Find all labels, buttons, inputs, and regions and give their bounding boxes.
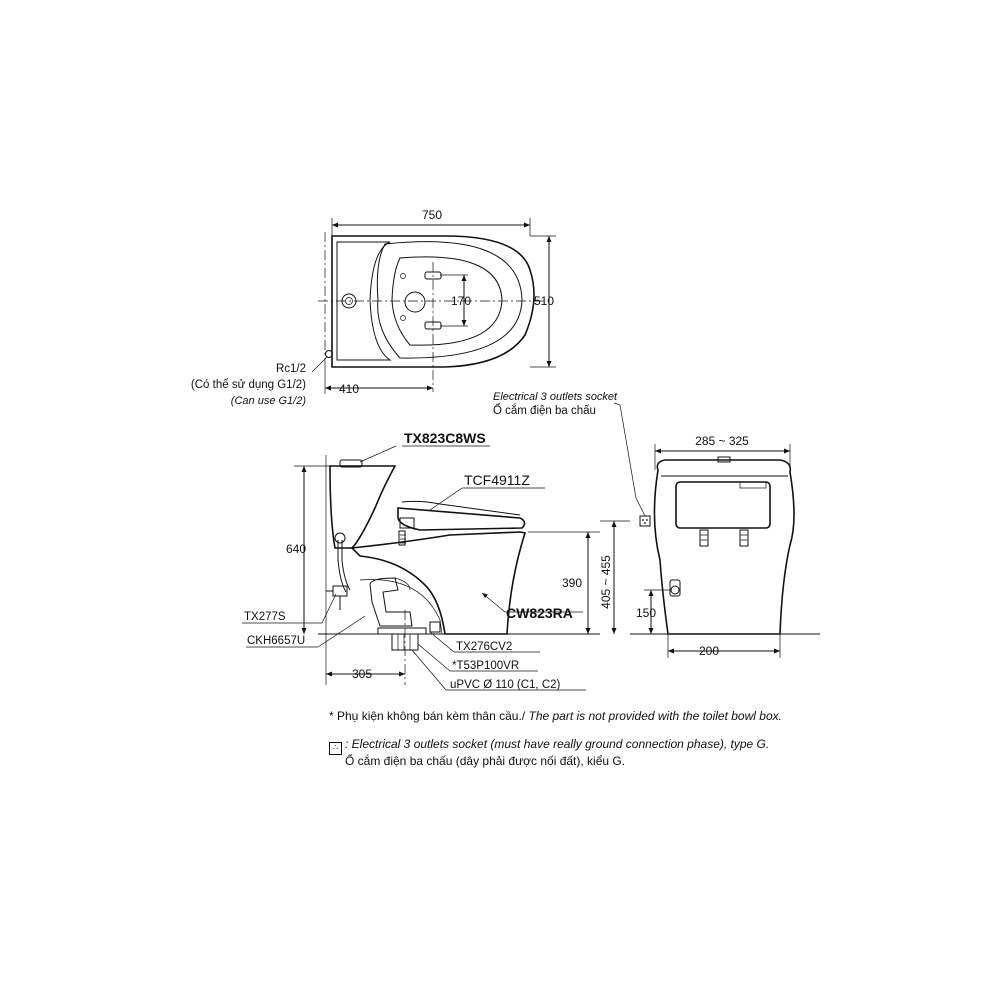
socket-icon [639, 515, 651, 527]
top-view: 750 510 170 410 Rc1/2 (Có thể sử dụng G1… [191, 208, 556, 407]
top-view-seat-inner [391, 256, 503, 346]
note-1: * Phụ kiện không bán kèm thân cầu./ The … [329, 709, 782, 723]
seat-label: TCF4911Z [464, 472, 530, 488]
flange-label: TX276CV2 [456, 641, 512, 653]
tank-inlet [334, 532, 346, 544]
tank-outline [329, 465, 397, 549]
dim-510: 510 [534, 294, 554, 308]
valve-label: TX277S [244, 611, 286, 623]
socket-label-vi: Ổ cắm điện ba chấu [493, 404, 596, 417]
dim-200: 200 [699, 644, 719, 658]
seat-outline [397, 507, 526, 531]
tank-button [339, 459, 363, 468]
socket-icon: ∴ [329, 742, 342, 755]
dim-150: 150 [636, 606, 656, 620]
dim-640: 640 [286, 542, 306, 556]
seat-panel [675, 481, 771, 529]
side-view: 640 390 405 ~ 455 305 TX823C8WS TCF4911Z… [242, 430, 630, 691]
tank-label: TX823C8WS [404, 430, 486, 446]
outlet-flange [377, 627, 427, 635]
note-1-prefix: * Phụ kiện không bán kèm thân cầu./ [329, 709, 526, 723]
supply-label: Rc1/2 [276, 363, 306, 375]
bowl-outline [350, 531, 527, 635]
dim-750: 750 [422, 208, 442, 222]
top-view-outline [331, 235, 535, 368]
note-2-vi: Ổ cắm điện ba chấu (dây phải được nối đấ… [345, 754, 626, 768]
note-3: Ổ cắm điện ba chấu (dây phải được nối đấ… [345, 754, 625, 768]
trap-outline [369, 577, 413, 627]
note-2-en: : Electrical 3 outlets socket (must have… [345, 737, 770, 751]
dim-390: 390 [562, 576, 582, 590]
dim-170: 170 [451, 294, 471, 308]
top-view-seat-outer [376, 241, 523, 359]
top-view-outlet [404, 291, 426, 313]
dim-405-455: 405 ~ 455 [599, 555, 613, 609]
adapter-label: *T53P100VR [452, 660, 519, 672]
dim-410: 410 [339, 382, 359, 396]
hose-label: CKH6657U [247, 635, 305, 647]
bowl-label: CW823RA [506, 605, 573, 621]
supply-fitting [325, 350, 333, 358]
top-view-tank-inner [336, 241, 392, 361]
note-1-en: The part is not provided with the toilet… [528, 709, 782, 723]
pipe-label: uPVC Ø 110 (C1, C2) [450, 679, 561, 691]
dim-285-325: 285 ~ 325 [695, 434, 749, 448]
socket-label-en: Electrical 3 outlets socket [493, 391, 618, 403]
supply-note-vi: (Có thể sử dụng G1/2) [191, 379, 306, 391]
front-valve [669, 579, 681, 597]
dim-305: 305 [352, 667, 372, 681]
note-2: ∴: Electrical 3 outlets socket (must hav… [329, 737, 769, 755]
supply-note-en: (Can use G1/2) [231, 395, 307, 407]
front-view-outline [653, 459, 795, 635]
front-view: Electrical 3 outlets socket Ổ cắm điện b… [493, 391, 820, 658]
